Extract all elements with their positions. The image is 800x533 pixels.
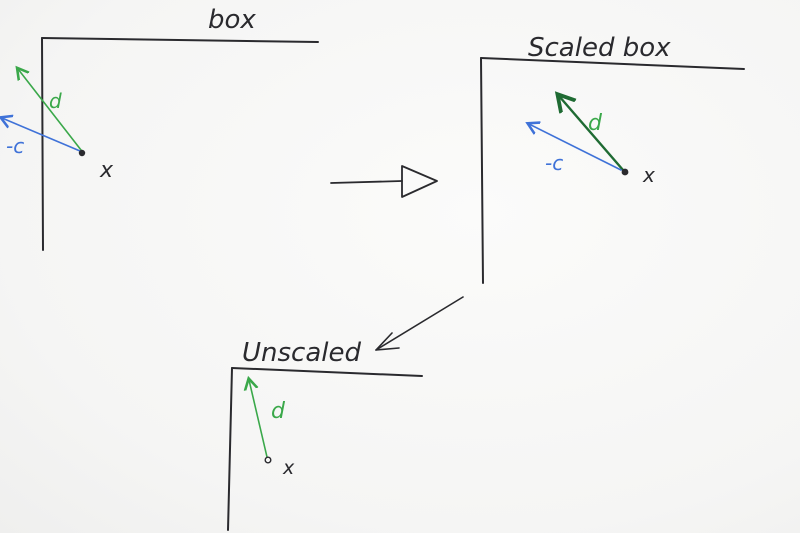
arrow-down-shaft bbox=[375, 296, 464, 351]
box-neg-c-vector bbox=[2, 118, 81, 152]
unscaled-title: Unscaled bbox=[242, 338, 362, 368]
arrow-down-head bbox=[375, 332, 400, 351]
scaled-box-d-label: d bbox=[588, 111, 603, 136]
unscaled-d-label: d bbox=[271, 399, 286, 424]
unscaled-point-dot bbox=[264, 456, 272, 464]
unscaled-top-edge bbox=[231, 367, 423, 377]
scaled-box-top-edge bbox=[480, 57, 745, 70]
box-point-dot bbox=[78, 149, 86, 157]
transform-arrow-down bbox=[375, 296, 464, 351]
unscaled-d-vector bbox=[249, 380, 268, 458]
scaled-box-point-dot bbox=[621, 168, 629, 176]
unscaled-panel: Unscaled d x bbox=[227, 338, 423, 531]
scaled-box-d-vector bbox=[559, 96, 625, 172]
unscaled-x-label: x bbox=[282, 457, 295, 479]
scaled-box-neg-c-vector bbox=[529, 124, 622, 171]
box-x-label: x bbox=[99, 158, 114, 183]
box-title: box bbox=[208, 5, 256, 35]
box-neg-c-label: -c bbox=[6, 134, 24, 158]
scaled-box-title: Scaled box bbox=[528, 33, 671, 63]
box-left-edge bbox=[41, 37, 44, 251]
scaled-box-left-edge bbox=[480, 57, 484, 284]
scaled-box-panel: Scaled box d -c x bbox=[480, 33, 745, 284]
scaled-box-neg-c-label: -c bbox=[545, 151, 563, 175]
transform-arrow-right bbox=[330, 165, 438, 198]
unscaled-left-edge bbox=[227, 367, 233, 531]
box-top-edge bbox=[41, 37, 319, 43]
arrow-right-shaft bbox=[330, 180, 403, 184]
scaled-box-x-label: x bbox=[642, 163, 655, 187]
box-panel: box d -c x bbox=[2, 5, 319, 251]
box-d-vector bbox=[18, 69, 82, 151]
box-d-label: d bbox=[49, 89, 62, 113]
arrow-right-head bbox=[401, 165, 438, 198]
